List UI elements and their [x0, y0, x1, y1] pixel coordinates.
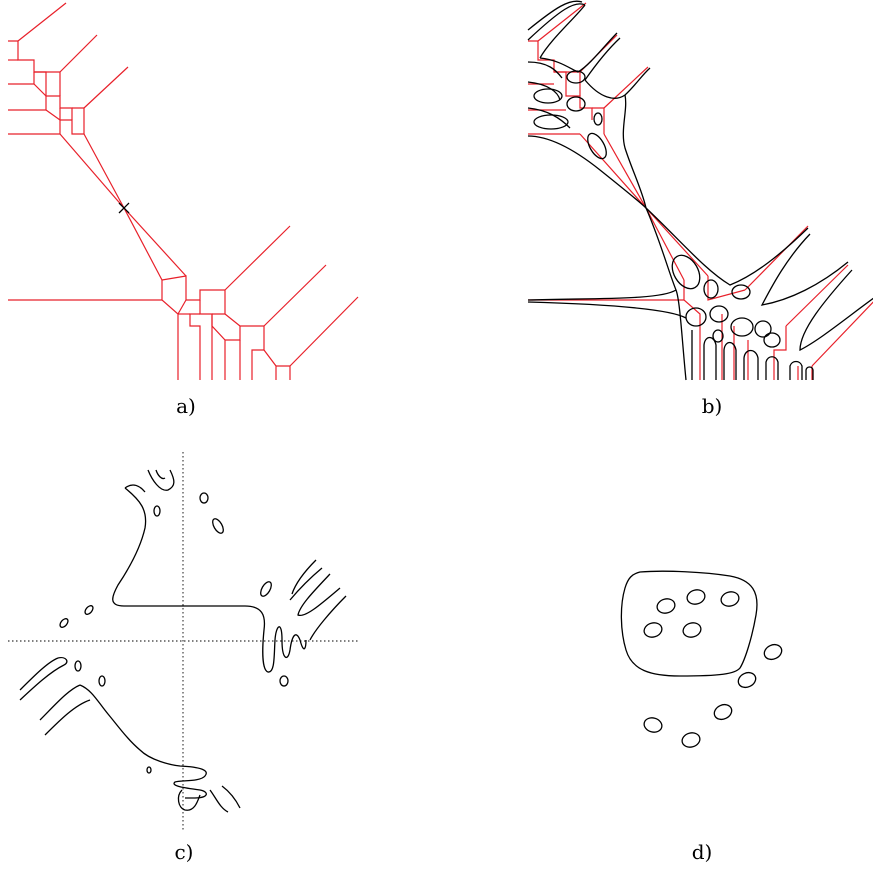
ovals-d [620, 570, 783, 748]
panel-b: b) [527, 0, 873, 418]
large-oval [620, 570, 758, 677]
panel-c: c) [8, 452, 360, 864]
panel-label-b: b) [702, 394, 723, 418]
crossing-mark [118, 202, 130, 214]
tropical-spine-b [528, 2, 873, 380]
panel-label-a: a) [176, 394, 196, 418]
panel-a: a) [8, 2, 359, 418]
amoeba-outline-b [527, 0, 873, 381]
panel-d: d) [620, 570, 783, 864]
panel-label-c: c) [174, 840, 193, 864]
tropical-curve-a [8, 2, 359, 380]
axes-c [8, 452, 360, 830]
panel-label-d: d) [692, 840, 713, 864]
real-curve-c [19, 469, 347, 813]
